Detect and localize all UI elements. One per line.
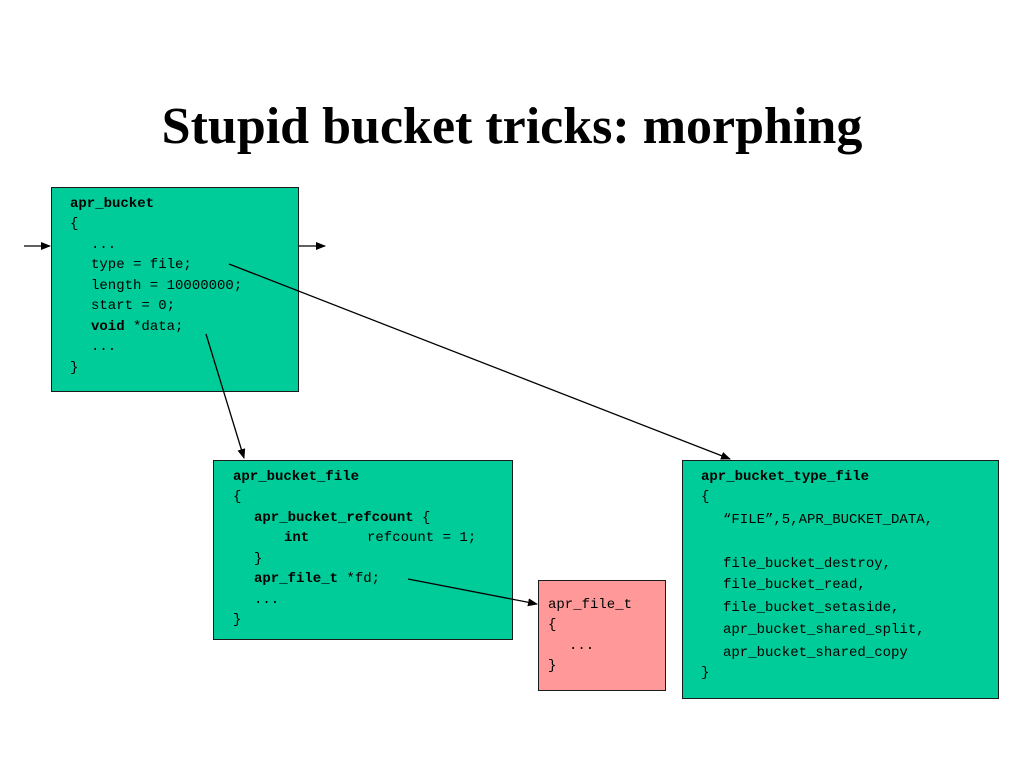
apr-bucket-data-keyword: void: [91, 319, 125, 335]
slide-title: Stupid bucket tricks: morphing: [161, 98, 863, 155]
apr-bucket-file-name: apr_bucket_file: [233, 469, 360, 485]
apr-file-t-open-brace: {: [548, 617, 557, 633]
apr-bucket-file-close-brace: }: [233, 612, 242, 628]
apr-file-t-close-brace: }: [548, 658, 557, 674]
int-keyword: int: [284, 530, 310, 546]
apr-bucket-ellipsis-top: ...: [91, 237, 117, 253]
apr-bucket-type-file-name: apr_bucket_type_file: [701, 469, 870, 485]
apr-bucket-file-ellipsis: ...: [254, 592, 280, 608]
data-to-bucket-file-arrow: [205, 333, 246, 459]
apr-bucket-file-box: apr_bucket_file { apr_bucket_refcount { …: [213, 460, 513, 640]
type-name-entry: “FILE”,5,APR_BUCKET_DATA,: [723, 512, 934, 528]
apr-bucket-type-file-open-brace: {: [701, 489, 710, 505]
apr-bucket-name: apr_bucket: [70, 196, 155, 212]
apr-bucket-file-refcount-line: apr_bucket_refcount {: [254, 508, 430, 529]
type-fn-setaside: file_bucket_setaside,: [723, 600, 900, 616]
apr-bucket-type-field: type = file;: [91, 257, 192, 273]
fd-to-apr-file-t-arrow: [407, 578, 538, 607]
apr-bucket-box: apr_bucket { ... type = file; length = 1…: [51, 187, 299, 392]
type-fn-split: apr_bucket_shared_split,: [723, 622, 925, 638]
apr-bucket-start-field: start = 0;: [91, 298, 176, 314]
refcount-close-brace: }: [254, 551, 263, 567]
apr-file-t-box: apr_file_t { ... }: [538, 580, 666, 691]
apr-file-t-name: apr_file_t: [548, 597, 633, 613]
apr-bucket-ellipsis-bottom: ...: [91, 339, 117, 355]
refcount-open-brace: {: [413, 510, 431, 526]
refcount-field: refcount = 1;: [367, 530, 477, 546]
apr-bucket-type-file-box: apr_bucket_type_file { “FILE”,5,APR_BUCK…: [682, 460, 999, 699]
type-fn-copy: apr_bucket_shared_copy: [723, 645, 908, 661]
apr-bucket-data-rest: *data;: [124, 319, 184, 335]
apr-file-t-ellipsis: ...: [569, 638, 595, 654]
apr-bucket-file-fd-line: apr_file_t *fd;: [254, 569, 380, 590]
apr-bucket-data-field: void *data;: [91, 317, 183, 338]
type-to-type-file-arrow: [228, 263, 731, 460]
apr-bucket-file-open-brace: {: [233, 489, 242, 505]
fd-field-rest: *fd;: [338, 571, 381, 587]
apr-bucket-open-brace: {: [70, 216, 79, 232]
apr-bucket-type-file-close-brace: }: [701, 665, 710, 681]
fd-type-keyword: apr_file_t: [254, 571, 339, 587]
apr-bucket-close-brace: }: [70, 360, 79, 376]
type-fn-destroy: file_bucket_destroy,: [723, 556, 892, 572]
refcount-type-keyword: apr_bucket_refcount: [254, 510, 414, 526]
apr-bucket-length-field: length = 10000000;: [91, 278, 243, 294]
type-fn-read: file_bucket_read,: [723, 577, 866, 593]
